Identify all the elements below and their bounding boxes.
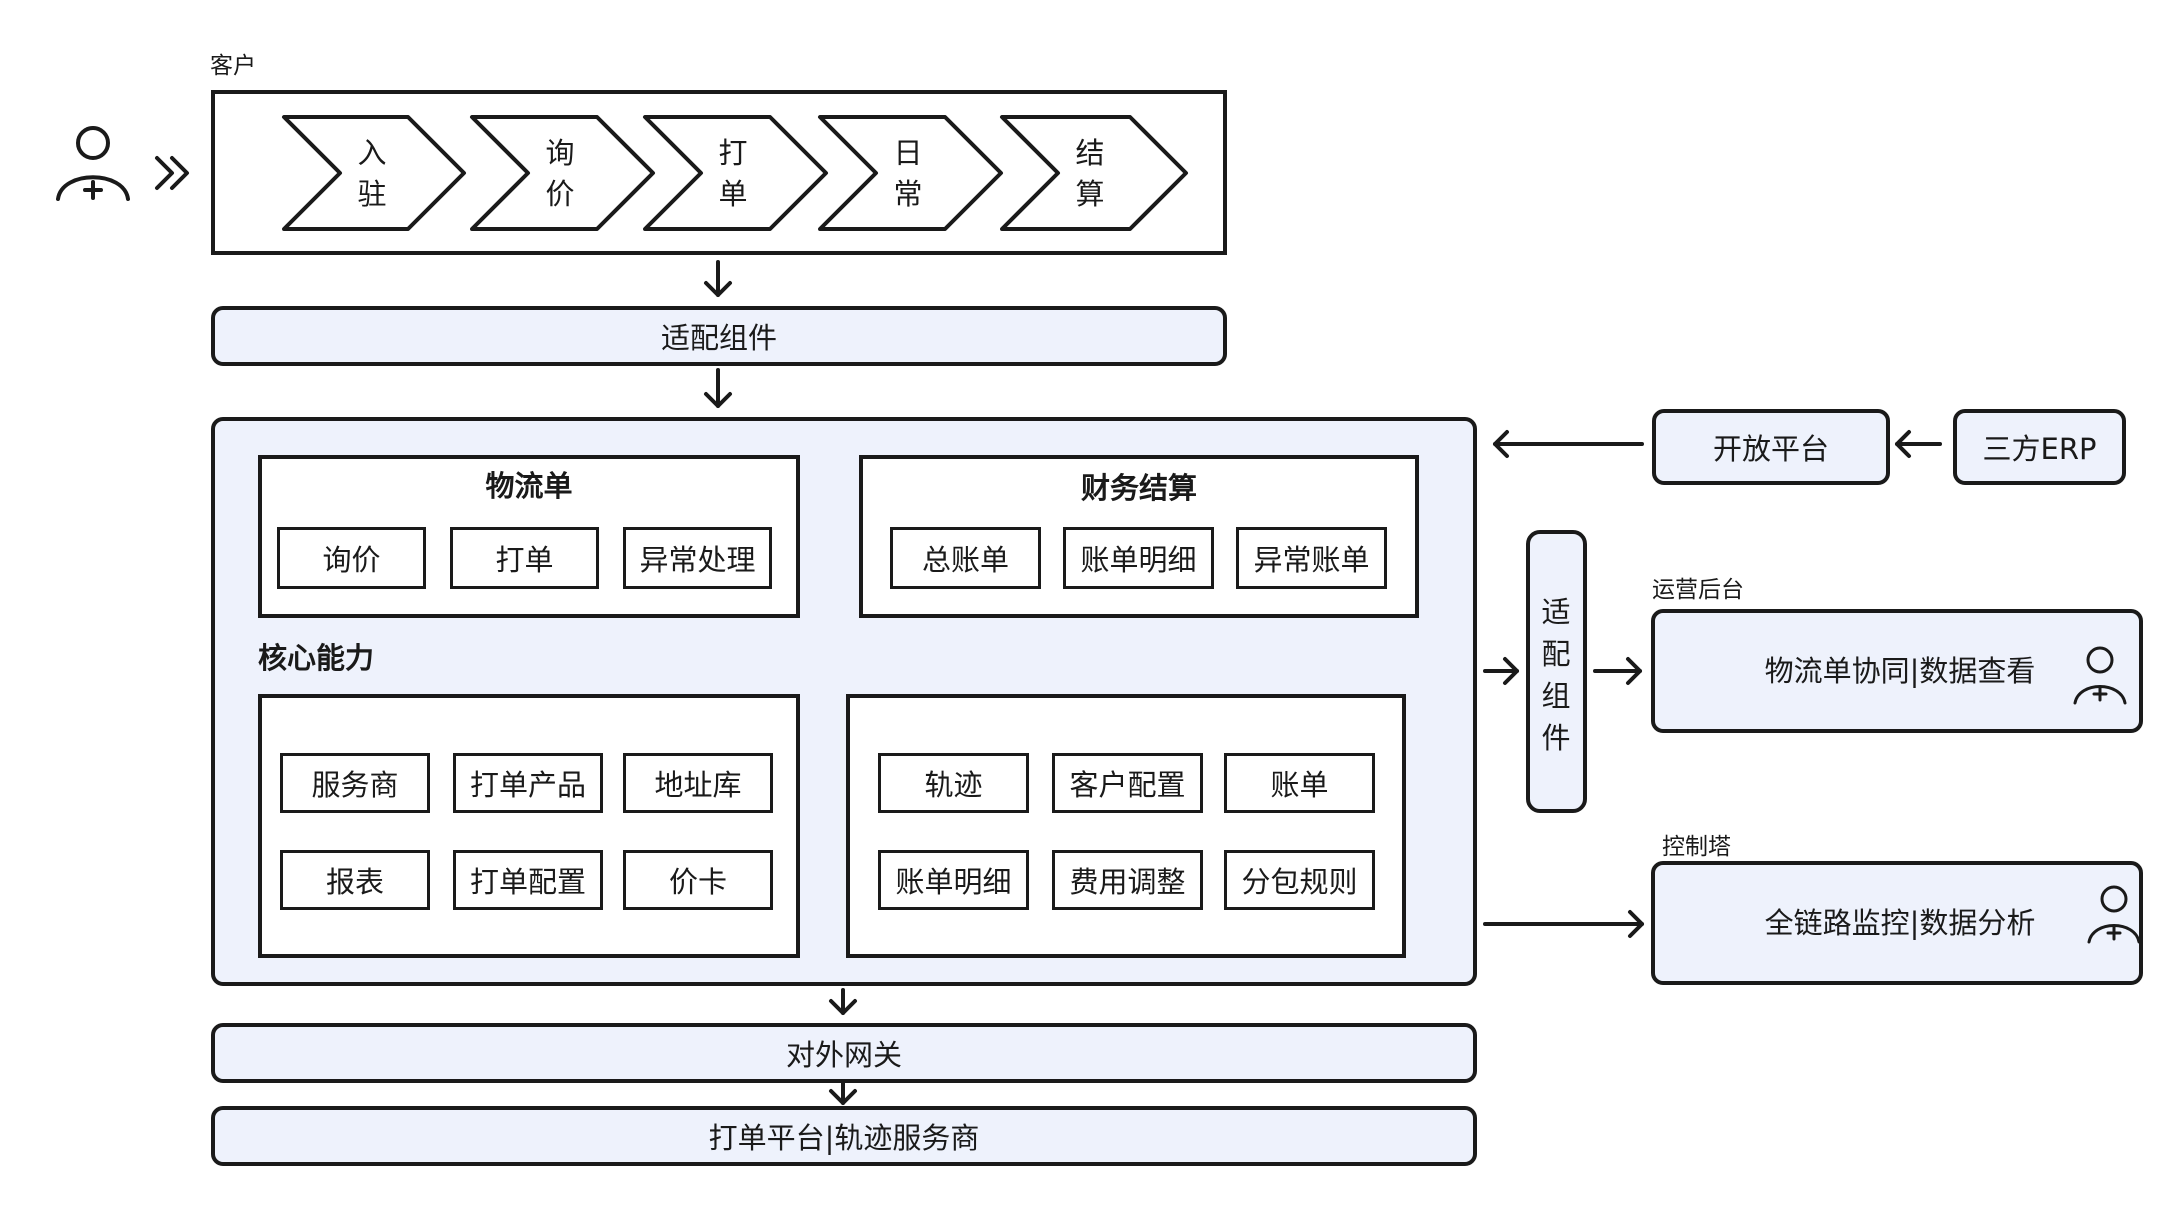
core-right-item-4: 账单明细 xyxy=(878,850,1029,910)
adapter-component-top: 适配组件 xyxy=(211,306,1227,366)
core-right-item-1: 轨迹 xyxy=(878,753,1029,813)
core-left-item-4: 报表 xyxy=(280,850,430,910)
open-platform-box: 开放平台 xyxy=(1652,409,1890,485)
arrow-open-platform-to-core xyxy=(1493,430,1644,458)
ops-backend-box xyxy=(1651,609,2143,733)
double-chevron-icon xyxy=(155,156,189,190)
logistics-order-title: 物流单 xyxy=(485,469,573,503)
adapter-side-text: 适配 组件 xyxy=(1541,595,1571,755)
ops-backend-label: 运营后台 xyxy=(1652,577,1744,603)
customer-flow-panel xyxy=(211,90,1227,255)
finance-item-exception-bill: 异常账单 xyxy=(1236,527,1387,589)
core-left-item-5: 打单配置 xyxy=(453,850,603,910)
finance-settlement-title: 财务结算 xyxy=(1080,471,1197,505)
arrow-erp-to-open-platform xyxy=(1895,430,1942,458)
control-tower-text: 全链路监控|数据分析 xyxy=(1764,906,2036,940)
customer-user-icon xyxy=(56,126,130,201)
finance-item-bill-detail: 账单明细 xyxy=(1063,527,1214,589)
step-2-text: 询价 xyxy=(545,136,575,211)
control-tower-label: 控制塔 xyxy=(1662,834,1731,860)
step-5-text: 结算 xyxy=(1075,136,1105,211)
core-right-item-5: 费用调整 xyxy=(1052,850,1203,910)
control-tower-box xyxy=(1651,861,2143,985)
finance-item-general-ledger: 总账单 xyxy=(890,527,1041,589)
logistics-item-exception: 异常处理 xyxy=(623,527,772,589)
step-4-text: 日常 xyxy=(893,136,923,211)
core-left-grid-group xyxy=(258,694,800,958)
core-left-item-3: 地址库 xyxy=(623,753,773,813)
arrow-core-to-gateway xyxy=(829,988,857,1015)
external-gateway-bar: 对外网关 xyxy=(211,1023,1477,1083)
arrow-customer-to-adapter xyxy=(704,260,732,297)
core-right-item-6: 分包规则 xyxy=(1224,850,1375,910)
core-capability-label: 核心能力 xyxy=(258,641,375,675)
arrow-adapter-to-core xyxy=(704,368,732,408)
core-right-grid-group xyxy=(846,694,1406,958)
step-1-text: 入驻 xyxy=(357,136,387,211)
core-right-item-2: 客户配置 xyxy=(1052,753,1203,813)
logistics-item-print: 打单 xyxy=(450,527,599,589)
core-left-item-2: 打单产品 xyxy=(453,753,603,813)
logistics-item-inquiry: 询价 xyxy=(277,527,426,589)
arrow-core-to-control-tower xyxy=(1483,910,1644,938)
step-3-text: 打单 xyxy=(718,136,748,211)
customer-label: 客户 xyxy=(210,53,256,79)
core-left-item-1: 服务商 xyxy=(280,753,430,813)
third-party-erp-box: 三方ERP xyxy=(1953,409,2126,485)
arrow-side-adapter-to-ops xyxy=(1593,657,1642,685)
core-right-item-3: 账单 xyxy=(1224,753,1375,813)
print-platform-tracking-bar: 打单平台|轨迹服务商 xyxy=(211,1106,1477,1166)
core-left-item-6: 价卡 xyxy=(623,850,773,910)
ops-backend-text: 物流单协同|数据查看 xyxy=(1764,654,2036,688)
arrow-gateway-to-bottom xyxy=(829,1081,857,1105)
adapter-component-side xyxy=(1526,530,1587,813)
arrow-core-to-side-adapter xyxy=(1483,657,1519,685)
